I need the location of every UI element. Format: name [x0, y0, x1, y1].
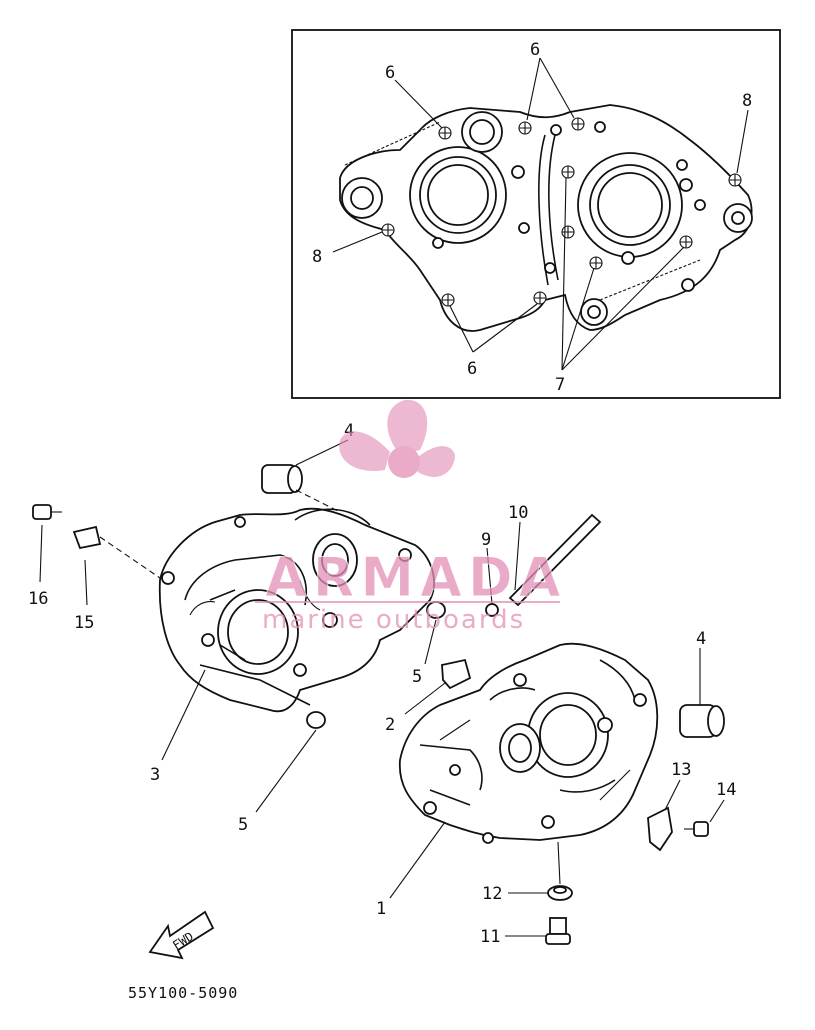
part-4-right-bearing-seal [679, 704, 725, 738]
exploded-leader-lines [39, 439, 725, 937]
callout-2: 2 [385, 715, 395, 735]
callout-16: 16 [28, 589, 48, 609]
callout-15: 15 [74, 613, 94, 633]
watermark-tagline: marine outboards [262, 605, 525, 635]
inset-callout-8-left: 8 [312, 247, 322, 267]
callout-5-lower: 5 [238, 815, 248, 835]
inset-callout-6-top: 6 [530, 40, 540, 60]
armada-watermark: ARMADA marine outboards [255, 399, 567, 635]
part-4-top-bearing-seal [261, 464, 303, 494]
callout-10: 10 [508, 503, 528, 523]
propeller-logo [339, 399, 455, 478]
fwd-arrow-icon: FWD [148, 910, 215, 960]
callout-5-upper: 5 [412, 667, 422, 687]
callout-12: 12 [482, 884, 502, 904]
callout-11: 11 [480, 927, 500, 947]
callout-14: 14 [716, 780, 736, 800]
inset-callout-8-right: 8 [742, 91, 752, 111]
callout-1: 1 [376, 899, 386, 919]
diagram-code: 55Y100-5090 [128, 984, 238, 1002]
part-14-bolt [684, 821, 709, 837]
part-5-dowel-pin-lower [306, 711, 326, 729]
inset-callout-6-left: 6 [385, 63, 395, 83]
callout-9: 9 [481, 530, 491, 550]
crankcase-left-half [158, 507, 435, 713]
part-11-drain-bolt [545, 917, 571, 945]
crankcase-inner-face-drawing [339, 104, 753, 332]
part-16-bolt [32, 504, 62, 520]
part-13-plate [647, 806, 673, 852]
inset-callout-6-bottom: 6 [467, 359, 477, 379]
watermark-brand: ARMADA [265, 546, 567, 609]
inset-callout-7: 7 [555, 375, 565, 395]
part-2-clip-plate [441, 658, 472, 690]
inset-leader-lines [332, 57, 749, 371]
callout-4-right: 4 [696, 629, 706, 649]
part-12-washer [547, 885, 573, 901]
part-15-bracket [72, 525, 102, 550]
crankcase-right-half [398, 642, 659, 844]
callout-13: 13 [671, 760, 691, 780]
inset-panel: 6 6 8 8 6 7 [291, 29, 781, 399]
callout-3: 3 [150, 765, 160, 785]
callout-4-top: 4 [344, 421, 354, 441]
